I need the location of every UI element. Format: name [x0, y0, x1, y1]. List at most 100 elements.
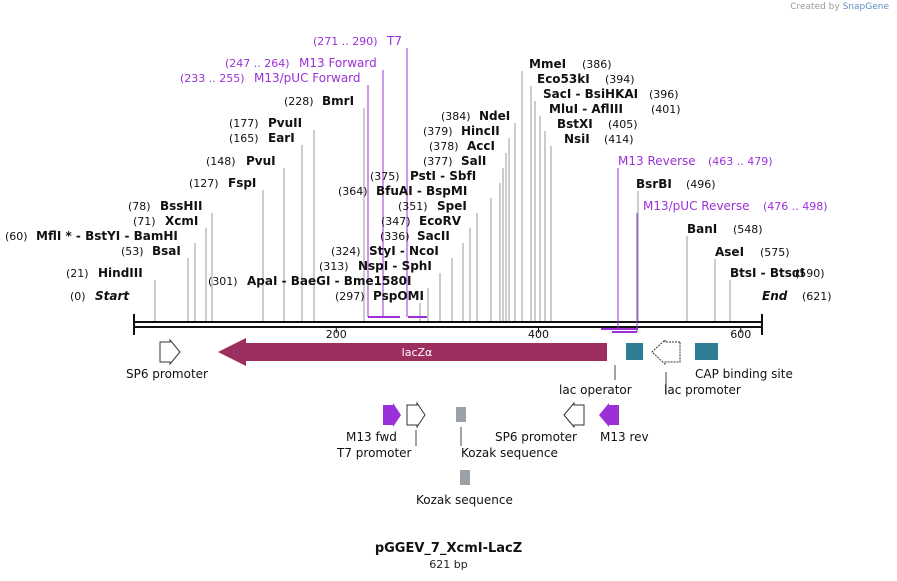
enzyme-hincii[interactable]: (379)HincII: [423, 124, 500, 138]
enzyme-styi-ncoi[interactable]: (324)StyI - NcoI: [331, 244, 439, 258]
enzyme-pos-spei: (351): [398, 200, 428, 213]
enzyme-pos-nsii: (414): [604, 133, 634, 146]
enzyme-bmri[interactable]: (228) BmrI: [284, 94, 354, 108]
enzyme-name-pvui: PvuI: [246, 154, 276, 168]
t7-promoter-arrow[interactable]: [406, 401, 426, 429]
enzyme-sali[interactable]: (377)SalI: [423, 154, 486, 168]
enzyme-bstxi[interactable]: BstXI(405): [557, 117, 638, 131]
primer-binding-bars: [368, 316, 638, 333]
primer-m13-forward[interactable]: (247 .. 264)M13 Forward: [225, 56, 377, 70]
enzyme-pvuii[interactable]: (177)PvuII: [229, 116, 302, 130]
kozak-box-1[interactable]: [456, 407, 466, 422]
sp6-promoter-top-arrow[interactable]: [159, 338, 181, 366]
enzyme-name-bmri: BmrI: [322, 94, 354, 108]
enzyme-name-xcmi: XcmI: [165, 214, 198, 228]
primer-m13-puc-forward[interactable]: (233 .. 255)M13/pUC Forward: [180, 71, 361, 85]
m13-fwd-label: M13 fwd: [346, 430, 397, 444]
enzyme-mmei[interactable]: MmeI(386): [529, 57, 612, 71]
enzyme-pos-hincii: (379): [423, 125, 453, 138]
enzyme-apai-baegi-bme1580i[interactable]: (301)ApaI - BaeGI - Bme1580I: [208, 274, 411, 288]
enzyme-name-fspi: FspI: [228, 176, 256, 190]
lower-feature-labels: M13 fwd T7 promoter Kozak sequence SP6 p…: [336, 430, 649, 507]
primer-m13-reverse[interactable]: (463 .. 479)M13 Reverse: [618, 154, 773, 168]
enzyme-bsshii[interactable]: (78)BssHII: [128, 199, 202, 213]
enzyme-name-end: End: [762, 289, 788, 303]
enzyme-sacii[interactable]: (336)SacII: [380, 229, 450, 243]
sp6-promoter-bottom-arrow[interactable]: [563, 401, 585, 429]
enzyme-fspi[interactable]: (127)FspI: [189, 176, 256, 190]
enzyme-xcmi[interactable]: (71)XcmI: [133, 214, 198, 228]
enzyme-name-bsai: BsaI: [152, 244, 181, 258]
enzyme-btsi-bts-i[interactable]: BtsI - BtsαI(590): [730, 266, 825, 280]
enzyme-saci-bsihkai[interactable]: SacI - BsiHKAI(396): [543, 87, 679, 101]
feature-labels: SP6 promoter lac operator lac promoter C…: [126, 367, 793, 397]
enzyme-pos-mmei: (386): [582, 58, 612, 71]
enzyme-pos-bfuai-bspmi: (364): [338, 185, 368, 198]
enzyme-name-eco53ki: Eco53kI: [537, 72, 590, 86]
enzyme-name-nsii: NsiI: [564, 132, 590, 146]
primer-m13-puc-reverse[interactable]: (476 .. 498)M13/pUC Reverse: [643, 199, 828, 213]
enzyme-pos-ndei: (384): [441, 110, 471, 123]
enzyme-pos-hindiii: (21): [66, 267, 89, 280]
enzyme-acci[interactable]: (378)AccI: [429, 139, 495, 153]
enzyme-mlui-afliii[interactable]: MluI - AflIII(401): [549, 102, 681, 116]
enzyme-start[interactable]: (0) Start: [70, 289, 130, 303]
credit-brand: SnapGene: [842, 2, 889, 12]
enzyme-eco53ki[interactable]: Eco53kI(394): [537, 72, 635, 86]
primer-range-m13-puc-forward: (233 .. 255): [180, 72, 245, 85]
enzyme-ecorv[interactable]: (347)EcoRV: [381, 214, 462, 228]
enzyme-mfli-bstyi-bamhi[interactable]: (60)MflI * - BstYI - BamHI: [5, 229, 178, 243]
enzyme-nspi-sphi[interactable]: (313)NspI - SphI: [319, 259, 432, 273]
enzyme-asei[interactable]: AseI(575): [715, 245, 790, 259]
enzyme-eari[interactable]: (165)EarI: [229, 131, 295, 145]
enzyme-nsii[interactable]: NsiI (414): [564, 132, 634, 146]
enzyme-pos-acci: (378): [429, 140, 459, 153]
enzyme-hindiii[interactable]: (21) HindIII: [66, 266, 143, 280]
primer-range-m13-reverse: (463 .. 479): [708, 155, 773, 168]
tick-label-600: 600: [730, 328, 751, 341]
enzyme-bsai[interactable]: (53)BsaI: [121, 244, 181, 258]
enzyme-pos-ecorv: (347): [381, 215, 411, 228]
enzyme-psti-sbfi[interactable]: (375) PstI - SbfI: [370, 169, 476, 183]
lac-promoter-arrow[interactable]: [651, 338, 681, 366]
enzyme-pos-bmri: (228): [284, 95, 314, 108]
plasmid-name: pGGEV_7_XcmI-LacZ: [374, 541, 523, 556]
enzyme-pvui[interactable]: (148)PvuI: [206, 154, 276, 168]
enzyme-name-bstxi: BstXI: [557, 117, 593, 131]
enzyme-pspomi[interactable]: (297)PspOMI: [335, 289, 424, 303]
enzyme-spei[interactable]: (351)SpeI: [398, 199, 467, 213]
enzyme-name-apai-baegi-bme1580i: ApaI - BaeGI - Bme1580I: [247, 274, 411, 288]
enzyme-ndei[interactable]: (384)NdeI: [441, 109, 510, 123]
lacz-feature-arrow[interactable]: [218, 338, 607, 366]
primer-t7[interactable]: (271 .. 290)T7: [313, 34, 402, 48]
primer-range-m13-puc-reverse: (476 .. 498): [763, 200, 828, 213]
primer-range-t7: (271 .. 290): [313, 35, 378, 48]
credit-prefix: Created by: [790, 2, 843, 12]
enzyme-name-psti-sbfi: PstI - SbfI: [410, 169, 476, 183]
cap-binding-site-box[interactable]: [695, 343, 718, 360]
lac-operator-box[interactable]: [626, 343, 643, 360]
enzyme-name-start: Start: [95, 289, 130, 303]
enzyme-pos-styi-ncoi: (324): [331, 245, 361, 258]
enzyme-pos-psti-sbfi: (375): [370, 170, 400, 183]
enzyme-end[interactable]: End(621): [762, 289, 832, 303]
feature-row: lacZα: [159, 338, 718, 395]
lac-promoter-label: lac promoter: [664, 383, 741, 397]
enzyme-name-pvuii: PvuII: [268, 116, 302, 130]
enzyme-name-eari: EarI: [268, 131, 295, 145]
enzyme-bsrbi[interactable]: BsrBI(496): [636, 177, 716, 191]
m13-fwd-arrow[interactable]: [383, 403, 401, 427]
enzyme-name-hindiii: HindIII: [98, 266, 143, 280]
restriction-enzyme-labels: (0) Start (21) HindIII (53)BsaI(60)MflI * - …: [5, 57, 832, 303]
enzyme-pos-start: (0): [70, 290, 86, 303]
enzyme-name-bsshii: BssHII: [160, 199, 202, 213]
primer-name-m13-forward: M13 Forward: [299, 56, 377, 70]
m13-rev-arrow[interactable]: [599, 403, 619, 427]
enzyme-bani[interactable]: BanI(548): [687, 222, 763, 236]
primer-labels: (271 .. 290)T7(247 .. 264)M13 Forward(23…: [180, 34, 828, 213]
kozak-box-2[interactable]: [460, 470, 470, 485]
enzyme-pos-mlui-afliii: (401): [651, 103, 681, 116]
enzyme-bfuai-bspmi[interactable]: (364)BfuAI - BspMI: [338, 184, 467, 198]
lacz-label: lacZα: [402, 346, 433, 359]
